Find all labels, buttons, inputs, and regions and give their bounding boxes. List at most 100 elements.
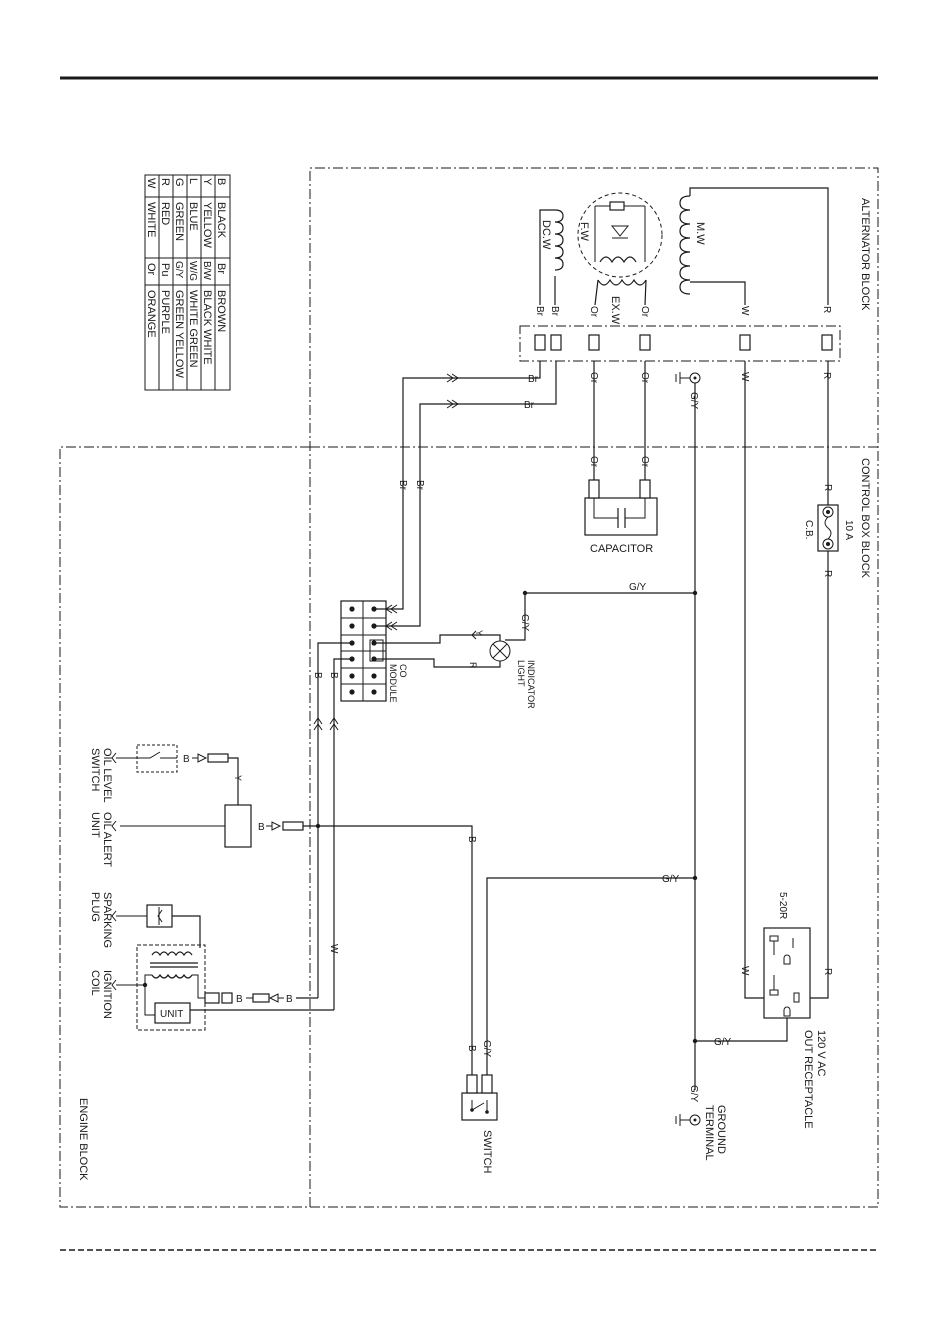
legend-name: YELLOW bbox=[201, 202, 213, 248]
legend-name: BLACK WHITE bbox=[201, 290, 213, 365]
oil-alert-label-2: UNIT bbox=[89, 812, 101, 838]
capacitor: CAPACITOR bbox=[584, 479, 658, 555]
engine-switch: SWITCH bbox=[461, 1074, 498, 1173]
legend-code: W bbox=[145, 178, 157, 189]
cb-label: C.B. bbox=[803, 520, 814, 539]
co-module-br-inputs bbox=[374, 604, 421, 631]
svg-text:Or: Or bbox=[588, 456, 599, 468]
legend-name: WHITE GREEN bbox=[187, 290, 199, 368]
legend-code: Y bbox=[201, 178, 213, 186]
legend-code: W/G bbox=[187, 261, 198, 281]
oil-level-label-1: OIL LEVEL bbox=[101, 748, 113, 803]
alternator-ground bbox=[675, 372, 701, 384]
svg-text:G/Y: G/Y bbox=[662, 874, 680, 885]
legend-code: G/Y bbox=[173, 261, 184, 279]
svg-text:B: B bbox=[466, 836, 477, 843]
spark-plug-label-1: SPARKING bbox=[101, 892, 113, 948]
svg-text:G/Y: G/Y bbox=[519, 614, 530, 632]
svg-text:G/Y: G/Y bbox=[481, 1040, 492, 1058]
alternator-block-label: ALTERNATOR BLOCK bbox=[859, 198, 871, 311]
m-w-label: M.W bbox=[694, 222, 706, 245]
red-wire: R R R bbox=[797, 361, 833, 999]
co-module-outputs: B B W bbox=[312, 642, 352, 1010]
spark-plug-label-2: PLUG bbox=[89, 892, 101, 922]
svg-text:G/Y: G/Y bbox=[629, 582, 647, 593]
co-module-label-1: CO bbox=[398, 664, 408, 678]
f-w-label: F.W bbox=[578, 222, 590, 242]
svg-text:B: B bbox=[183, 754, 190, 765]
svg-text:B: B bbox=[236, 994, 243, 1005]
circuit-breaker: 10 A C.B. bbox=[803, 504, 854, 552]
svg-text:B: B bbox=[466, 1045, 477, 1052]
indicator-light: Y R INDICATOR LIGHT bbox=[374, 630, 536, 709]
legend-code: Or bbox=[145, 263, 157, 276]
svg-text:ALTERNATOR BLOCK: ALTERNATOR BLOCK bbox=[859, 198, 871, 311]
legend-name: ORANGE bbox=[145, 290, 157, 338]
svg-text:G/Y: G/Y bbox=[688, 1085, 699, 1103]
ignition-label-1: IGNITION bbox=[101, 970, 113, 1019]
svg-text:W: W bbox=[328, 944, 339, 954]
ex-w-label: EX.W bbox=[609, 296, 621, 325]
svg-text:Or: Or bbox=[588, 306, 599, 318]
svg-text:B: B bbox=[328, 672, 339, 679]
svg-text:Br: Br bbox=[524, 400, 535, 411]
svg-text:R: R bbox=[822, 484, 833, 491]
svg-text:R: R bbox=[822, 968, 833, 975]
field-winding: F.W bbox=[577, 192, 663, 278]
svg-text:ENGINE BLOCK: ENGINE BLOCK bbox=[77, 1098, 89, 1181]
svg-text:R: R bbox=[821, 372, 832, 379]
svg-text:G/Y: G/Y bbox=[714, 1037, 732, 1048]
ground-terminal-label-1: GROUND bbox=[715, 1105, 727, 1154]
svg-text:B: B bbox=[312, 672, 323, 679]
svg-text:CONTROL BOX BLOCK: CONTROL BOX BLOCK bbox=[859, 458, 871, 579]
legend-name: RED bbox=[159, 202, 171, 225]
svg-text:B: B bbox=[258, 822, 265, 833]
svg-text:Y: Y bbox=[233, 775, 243, 781]
legend-name: BROWN bbox=[215, 290, 227, 332]
legend-code: G bbox=[173, 178, 185, 187]
svg-text:Br: Br bbox=[397, 480, 408, 491]
co-module-label-2: MODULE bbox=[388, 664, 398, 703]
svg-text:G/Y: G/Y bbox=[688, 392, 699, 410]
spark-plug: SPARKING PLUG bbox=[89, 892, 201, 948]
legend-name: GREEN YELLOW bbox=[173, 290, 185, 378]
co-module: CO MODULE bbox=[340, 600, 408, 703]
indicator-label-2: LIGHT bbox=[516, 660, 526, 687]
white-wire: W bbox=[739, 361, 775, 999]
svg-text:Or: Or bbox=[639, 306, 650, 318]
svg-text:Br: Br bbox=[528, 374, 539, 385]
switch-label: SWITCH bbox=[481, 1130, 493, 1173]
legend-code: L bbox=[187, 178, 199, 184]
ground-terminal: GROUND TERMINAL bbox=[675, 1105, 727, 1161]
svg-text:W: W bbox=[739, 966, 750, 976]
receptacle-label-2: OUT RECEPTACLE bbox=[802, 1030, 814, 1129]
svg-text:W: W bbox=[739, 306, 750, 316]
cb-rating: 10 A bbox=[843, 520, 854, 540]
legend-code: B bbox=[215, 178, 227, 185]
ignition-label-2: COIL bbox=[89, 970, 101, 996]
legend-name: PURPLE bbox=[159, 290, 171, 334]
indicator-label-1: INDICATOR bbox=[526, 660, 536, 709]
ignition-coil: UNIT B B IGNITION COIL bbox=[89, 944, 334, 1031]
svg-text:Y: Y bbox=[474, 630, 484, 636]
receptacle-type: 5-20R bbox=[777, 892, 788, 919]
svg-text:R: R bbox=[821, 306, 832, 313]
ground-terminal-label-2: TERMINAL bbox=[703, 1105, 715, 1161]
engine-block-label: ENGINE BLOCK bbox=[77, 1098, 89, 1181]
legend-code: B/W bbox=[201, 261, 212, 280]
oil-alert-label-1: OIL ALERT bbox=[101, 812, 113, 867]
svg-text:Or: Or bbox=[639, 456, 650, 468]
legend-name: BLACK bbox=[215, 202, 227, 239]
svg-text:Br: Br bbox=[534, 306, 545, 317]
svg-text:R: R bbox=[822, 570, 833, 577]
oil-level-switch: B Y OIL LEVEL SWITCH bbox=[89, 744, 243, 805]
main-winding: M.W bbox=[679, 187, 829, 305]
orange-wires: Or Or bbox=[588, 361, 650, 480]
capacitor-label: CAPACITOR bbox=[590, 543, 653, 555]
exciter-winding: EX.W bbox=[594, 278, 647, 325]
oil-level-label-2: SWITCH bbox=[89, 748, 101, 791]
legend-name: WHITE bbox=[145, 202, 157, 237]
receptacle-label-1: 120 V AC bbox=[815, 1030, 827, 1077]
svg-text:B: B bbox=[286, 994, 293, 1005]
